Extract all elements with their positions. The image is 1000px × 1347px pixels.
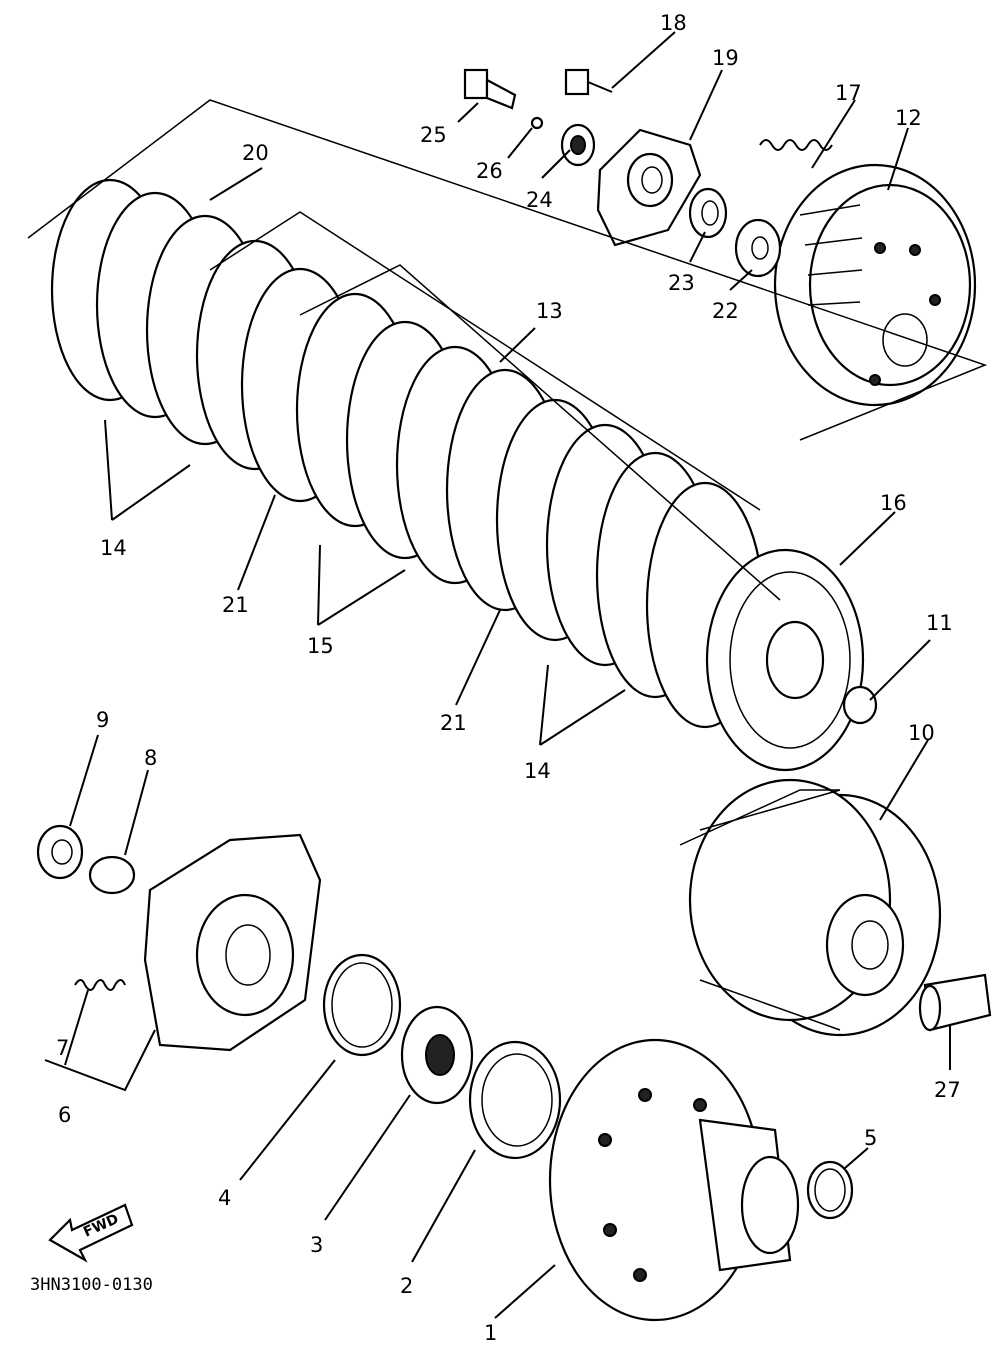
leader-lines <box>44 31 951 1319</box>
callout-7: 7 <box>56 1036 69 1060</box>
nut-9 <box>36 824 84 880</box>
circlip-11 <box>842 685 878 725</box>
callout-19: 19 <box>712 46 739 70</box>
callout-17: 17 <box>835 81 862 105</box>
callout-3: 3 <box>310 1233 323 1257</box>
spring-17 <box>759 139 833 151</box>
push-plate-19 <box>596 128 702 247</box>
callout-18: 18 <box>660 11 687 35</box>
washer-23 <box>688 187 728 239</box>
one-way-clutch-2 <box>468 1040 562 1160</box>
callout-21b: 21 <box>440 711 467 735</box>
washer-8 <box>88 855 136 895</box>
callout-20: 20 <box>242 141 269 165</box>
callout-16: 16 <box>880 491 907 515</box>
callout-10: 10 <box>908 721 935 745</box>
callout-5: 5 <box>864 1126 877 1150</box>
callout-26: 26 <box>476 159 503 183</box>
clutch-housing-1 <box>548 1038 800 1322</box>
bracket-lines <box>27 99 988 846</box>
diagram-code: 3HN3100-0130 <box>30 1275 153 1295</box>
washer-4 <box>322 953 402 1057</box>
callout-27: 27 <box>934 1078 961 1102</box>
callout-6: 6 <box>58 1103 71 1127</box>
callout-14b: 14 <box>524 759 551 783</box>
callout-25: 25 <box>420 123 447 147</box>
push-rod-25 <box>463 68 517 110</box>
callout-24: 24 <box>526 188 553 212</box>
primary-driven-gear-10 <box>688 778 942 1037</box>
washer-22 <box>734 218 782 278</box>
bolt-18 <box>564 68 613 96</box>
callout-11: 11 <box>926 611 953 635</box>
callout-22: 22 <box>712 299 739 323</box>
washer-5 <box>806 1160 854 1220</box>
bearing-24 <box>560 123 596 167</box>
callout-23: 23 <box>668 271 695 295</box>
spring-7 <box>74 979 126 991</box>
callout-15: 15 <box>307 634 334 658</box>
bearing-3 <box>400 1005 474 1105</box>
centrifugal-clutch-6 <box>143 833 322 1052</box>
friction-plates-stack <box>50 178 765 729</box>
fwd-arrow-icon: FWD <box>48 1203 134 1263</box>
callout-1: 1 <box>484 1321 497 1345</box>
callout-13: 13 <box>536 299 563 323</box>
ball-26 <box>530 116 544 130</box>
callout-21a: 21 <box>222 593 249 617</box>
callout-2: 2 <box>400 1274 413 1298</box>
callout-labels: 1 2 3 4 5 6 7 8 9 10 11 12 13 14 14 15 1… <box>56 11 961 1345</box>
callout-12: 12 <box>895 106 922 130</box>
callout-4: 4 <box>218 1186 231 1210</box>
callout-14a: 14 <box>100 536 127 560</box>
collar-27 <box>918 973 992 1032</box>
pressure-plate-16 <box>705 548 865 772</box>
clutch-boss-12 <box>773 163 977 407</box>
callout-8: 8 <box>144 746 157 770</box>
callout-9: 9 <box>96 708 109 732</box>
